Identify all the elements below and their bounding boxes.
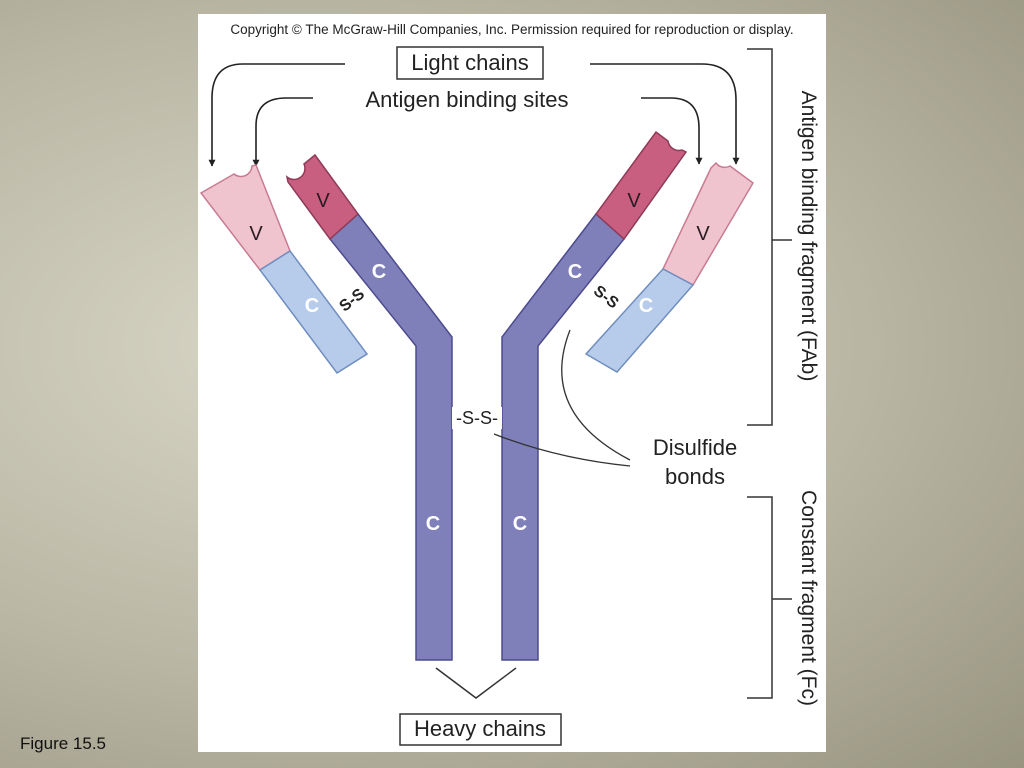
light-chains-label: Light chains [411,50,528,75]
heavy-chains-label-box [399,713,562,746]
heavy-chains-label: Heavy chains [414,716,546,741]
left-heavy-arm-constant-label: C [372,261,386,283]
heavy-chain-left-constant [328,212,453,661]
arrow-light-chain-left [208,63,345,167]
copyright-notice: Copyright © The McGraw-Hill Companies, I… [230,22,793,37]
right-light-constant-label: C [639,295,653,317]
left-heavy-variable-label: V [316,190,330,212]
light-chain-left-variable [199,164,291,272]
disulfide-bonds-label-line1: Disulfide [653,435,737,460]
right-light-variable-label: V [696,223,710,245]
hinge-disulfide-label: -S-S- [456,408,498,428]
left-arm-disulfide-label: S-S [336,285,368,315]
arrow-binding-site-left [252,97,313,167]
light-chains-label-box [396,46,544,80]
fc-bracket [747,496,792,699]
fab-bracket [747,48,792,426]
antibody-diagram: Copyright © The McGraw-Hill Companies, I… [198,14,826,752]
hinge-disulfide-backdrop [452,407,502,429]
disulfide-pointer-arm [561,329,631,461]
left-light-variable-label: V [249,223,263,245]
right-heavy-arm-constant-label: C [568,261,582,283]
antigen-binding-sites-label: Antigen binding sites [365,87,568,112]
left-heavy-stem-constant-label: C [426,513,440,535]
right-heavy-variable-label: V [627,190,641,212]
arrow-binding-site-right [641,97,703,165]
disulfide-pointer-hinge [493,433,631,467]
disulfide-bonds-label-line2: bonds [665,464,725,489]
right-arm-disulfide-label: S-S [590,283,622,313]
arrow-light-chain-right [590,63,740,165]
antibody-svg: Copyright © The McGraw-Hill Companies, I… [199,22,820,746]
light-chain-left-constant [258,249,369,375]
heavy-chain-right-constant [501,212,626,661]
heavy-chain-right-variable [594,130,688,241]
right-heavy-stem-constant-label: C [513,513,527,535]
left-light-constant-label: C [305,295,319,317]
light-chain-right-constant [584,268,695,373]
heavy-chains-pointer [435,667,517,699]
heavy-chain-left-variable [285,153,360,241]
fc-label: Constant fragment (Fc) [797,490,820,706]
light-chain-right-variable [662,161,754,287]
fab-label: Antigen binding fragment (FAb) [797,91,820,382]
figure-caption: Figure 15.5 [20,734,106,753]
